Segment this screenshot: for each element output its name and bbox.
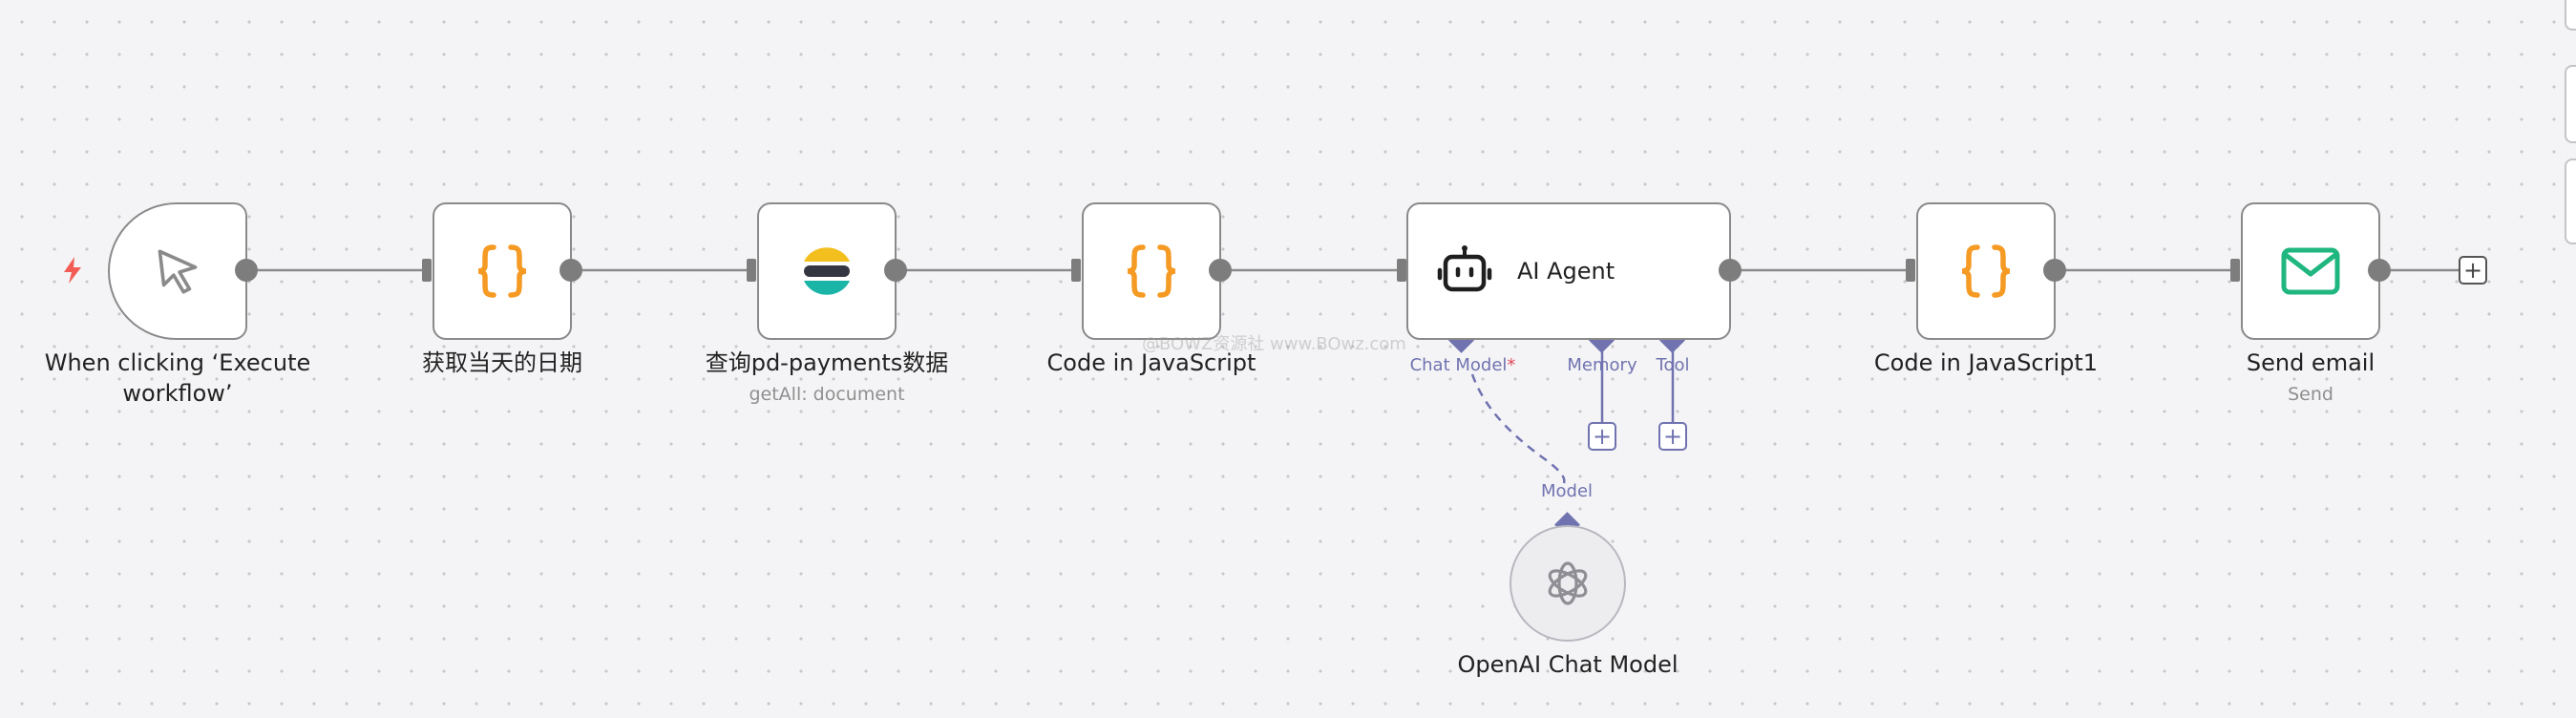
input-handle[interactable] xyxy=(747,259,756,282)
port-label-memory: Memory xyxy=(1567,355,1637,375)
lightning-icon xyxy=(64,257,81,284)
side-panel-tab[interactable] xyxy=(2565,65,2576,143)
node-get-date[interactable] xyxy=(433,202,572,340)
input-handle[interactable] xyxy=(1071,259,1081,282)
envelope-icon xyxy=(2281,247,2340,295)
input-handle[interactable] xyxy=(1906,259,1915,282)
input-handle[interactable] xyxy=(1397,259,1406,282)
watermark: @BOWZ资源社 www.BOwz.com xyxy=(1142,334,1406,354)
output-handle[interactable] xyxy=(1719,259,1742,282)
output-handle[interactable] xyxy=(235,259,258,282)
output-handle[interactable] xyxy=(560,259,582,282)
output-handle[interactable] xyxy=(2368,259,2391,282)
braces-icon xyxy=(1961,244,2011,298)
node-query-payments[interactable] xyxy=(757,202,897,340)
node-label: Code in JavaScript xyxy=(1046,349,1256,376)
node-label: 获取当天的日期 xyxy=(422,349,582,376)
openai-icon xyxy=(1548,561,1588,605)
output-handle[interactable] xyxy=(884,259,907,282)
add-memory-button[interactable]: + xyxy=(1588,422,1616,451)
braces-icon xyxy=(477,244,527,298)
node-openai-chat-model[interactable] xyxy=(1510,525,1626,642)
side-panel-tab[interactable] xyxy=(2565,158,2576,244)
node-code-javascript1[interactable] xyxy=(1916,202,2056,340)
node-ai-agent[interactable]: AI Agent xyxy=(1406,202,1731,340)
elasticsearch-icon xyxy=(804,247,850,295)
node-label: Send email xyxy=(2246,349,2375,376)
node-manual-trigger[interactable] xyxy=(108,202,247,340)
node-sublabel: getAll: document xyxy=(749,384,905,405)
robot-icon xyxy=(1437,245,1492,292)
trigger-badge xyxy=(61,256,84,285)
output-handle[interactable] xyxy=(1209,259,1232,282)
side-panel-tab[interactable] xyxy=(2565,0,2576,31)
add-node-button[interactable]: + xyxy=(2459,256,2487,285)
wire-model-chatmodel xyxy=(1470,373,1566,484)
cursor-icon xyxy=(158,249,198,294)
input-handle[interactable] xyxy=(422,259,432,282)
port-label-chat-model: Chat Model* xyxy=(1409,355,1516,375)
output-handle[interactable] xyxy=(2043,259,2066,282)
node-label: 查询pd-payments数据 xyxy=(705,349,949,376)
add-tool-button[interactable]: + xyxy=(1658,422,1687,451)
port-label-tool: Tool xyxy=(1656,355,1690,375)
node-label: Code in JavaScript1 xyxy=(1873,349,2099,376)
input-handle[interactable] xyxy=(2230,259,2240,282)
braces-icon xyxy=(1127,244,1176,298)
node-label: AI Agent xyxy=(1517,258,1615,285)
node-send-email[interactable] xyxy=(2241,202,2380,340)
node-code-javascript[interactable] xyxy=(1082,202,1221,340)
port-label-model: Model xyxy=(1540,481,1594,501)
node-label: OpenAI Chat Model xyxy=(1457,651,1679,678)
node-label: When clicking ‘Execute workflow’ xyxy=(44,349,311,407)
node-sublabel: Send xyxy=(2288,384,2333,405)
